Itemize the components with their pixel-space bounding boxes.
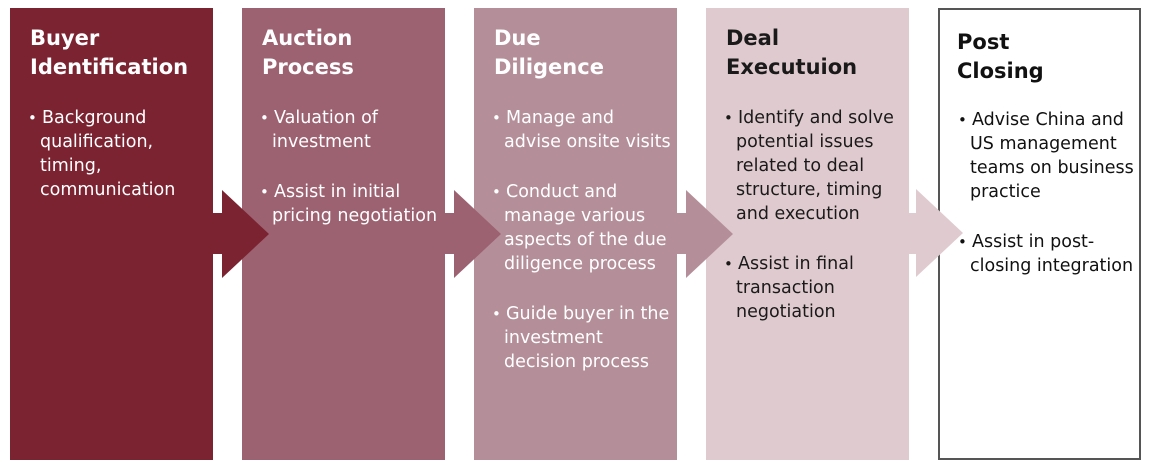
bullet-item: Assist in final transaction negotiation	[724, 252, 905, 324]
stage-bullets: Manage and advise onsite visits Conduct …	[492, 106, 673, 400]
title-line: Executuion	[726, 55, 858, 79]
title-line: Deal	[726, 26, 780, 50]
stage-bullets: Background qualification, timing, commun…	[28, 106, 209, 228]
stage-bullets: Valuation of investment Assist in initia…	[260, 106, 441, 254]
bullet-item: Background qualification, timing, commun…	[28, 106, 209, 202]
bullet-item: Guide buyer in the investment decision p…	[492, 302, 673, 374]
bullet-item: Identify and solve potential issues rela…	[724, 106, 905, 226]
title-line: Identification	[30, 55, 189, 79]
title-line: Buyer	[30, 26, 100, 50]
title-line: Due	[494, 26, 541, 50]
bullet-item: Assist in initial pricing negotiation	[260, 180, 441, 228]
bullet-item: Assist in post-closing integration	[958, 230, 1135, 278]
title-line: Post	[957, 30, 1010, 54]
title-line: Diligence	[494, 55, 604, 79]
title-line: Auction	[262, 26, 353, 50]
bullet-item: Conduct and manage various aspects of th…	[492, 180, 673, 276]
bullet-item: Manage and advise onsite visits	[492, 106, 673, 154]
bullet-item: Valuation of investment	[260, 106, 441, 154]
bullet-item: Advise China and US management teams on …	[958, 108, 1135, 204]
title-line: Closing	[957, 59, 1044, 83]
title-line: Process	[262, 55, 354, 79]
stage-bullets: Identify and solve potential issues rela…	[724, 106, 905, 350]
stage-bullets: Advise China and US management teams on …	[958, 108, 1135, 304]
